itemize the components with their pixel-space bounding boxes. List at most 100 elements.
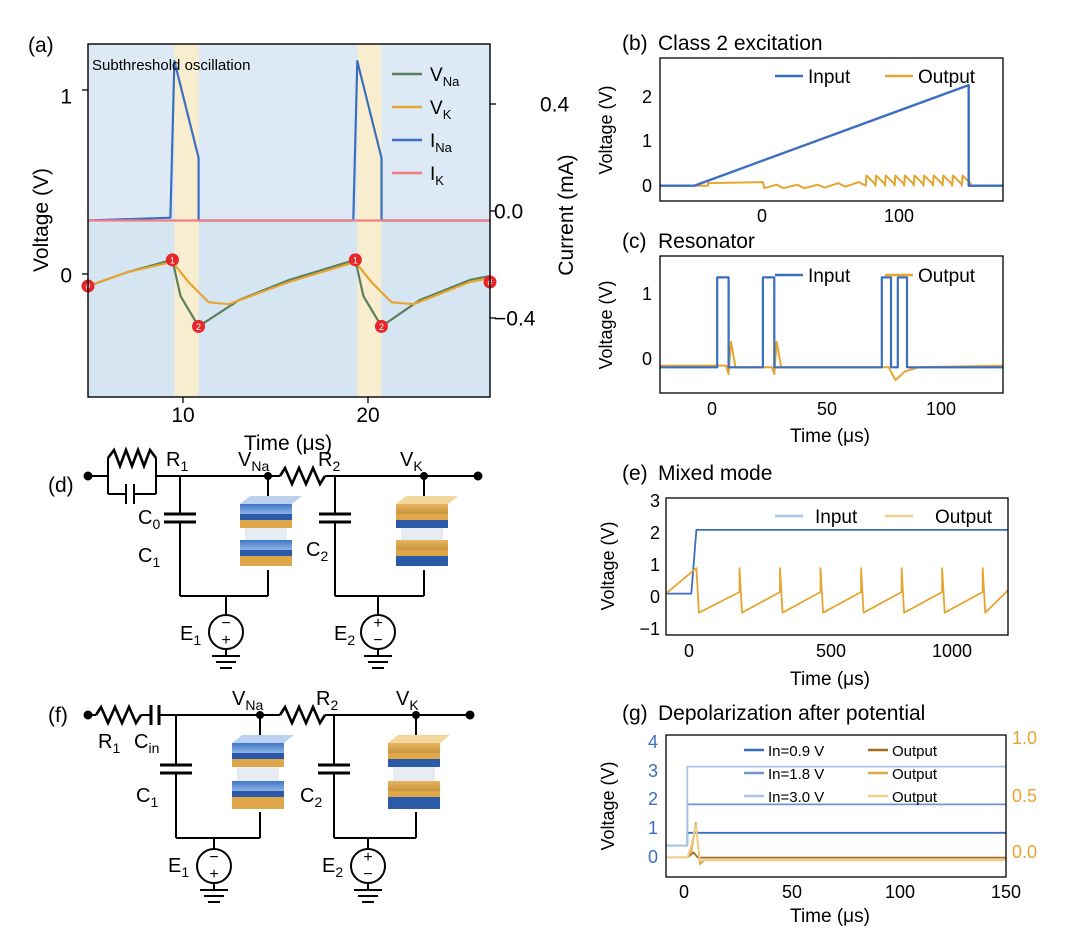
- panel-e-xtick-0: 0: [684, 641, 694, 661]
- panel-e-xtick-500: 500: [816, 641, 846, 661]
- panel-a-frame: [87, 43, 491, 398]
- panel-g-legend-input-label: In=1.8 V: [768, 766, 824, 783]
- panel-a-ylabel: Voltage (V): [30, 168, 53, 272]
- svg-text:C0: C0: [138, 507, 160, 532]
- panel-g-series-5: [666, 824, 1006, 862]
- panel-g-legend-input-label: In=0.9 V: [768, 743, 824, 760]
- svg-text:R1: R1: [166, 449, 188, 474]
- panel-e-frame: [665, 497, 1009, 636]
- panel-f-labels: R1 Cin C1 VNa R2 VK C2 E1 E2 − + + −: [98, 688, 419, 883]
- panel-b-ylabel: Voltage (V): [596, 85, 616, 174]
- panel-a-legend-label: VK: [430, 98, 452, 122]
- panel-d-circuit: (d): [48, 446, 483, 669]
- panel-g-y2tick-0: 0.0: [1012, 842, 1037, 862]
- panel-d-label: (d): [48, 474, 74, 497]
- panel-e-ylabel: Voltage (V): [598, 521, 618, 610]
- svg-text:VNa: VNa: [238, 449, 269, 474]
- panel-g-xlabel: Time (μs): [790, 906, 870, 927]
- panel-g-y2tick-1: 1.0: [1012, 728, 1037, 748]
- panel-a-bg-upper: [88, 44, 490, 221]
- panel-a-legend-label: INa: [430, 131, 453, 155]
- panel-a-legend-label: IK: [430, 164, 444, 188]
- svg-text:E1: E1: [180, 623, 201, 648]
- panel-c-legend-output: Output: [918, 266, 976, 287]
- panel-g-xtick-50: 50: [782, 882, 802, 902]
- panel-a-state-marker: [165, 253, 179, 267]
- svg-text:R1: R1: [98, 731, 120, 756]
- panel-b: (b) Class 2 excitation Input Output 2 1 …: [596, 32, 1004, 226]
- svg-text:R2: R2: [316, 688, 338, 713]
- svg-text:+: +: [373, 615, 382, 632]
- svg-text:C1: C1: [138, 545, 160, 570]
- svg-text:+: +: [221, 632, 230, 649]
- panel-d-device-k: [396, 496, 458, 566]
- panel-b-series-output: [660, 174, 1003, 190]
- svg-text:Cin: Cin: [134, 731, 159, 756]
- panel-a-label: (a): [28, 34, 54, 57]
- panel-g-ytick-2: 2: [648, 789, 658, 809]
- panel-a-state-marker: [374, 319, 388, 333]
- panel-c-ylabel: Voltage (V): [596, 280, 616, 369]
- panel-a-y2tick-1: 0.0: [494, 201, 523, 224]
- svg-text:E2: E2: [334, 623, 355, 648]
- panel-a-annotation: Subthreshold oscillation: [92, 57, 250, 74]
- svg-text:VNa: VNa: [232, 688, 263, 713]
- panel-c-xtick-0: 0: [707, 399, 717, 419]
- panel-a-legend-label: VNa: [430, 65, 460, 89]
- panel-a-bg-lower: [88, 220, 490, 397]
- panel-g-xtick-100: 100: [885, 882, 915, 902]
- panel-g-title: Depolarization after potential: [658, 702, 925, 725]
- panel-d-device-na: [240, 496, 302, 566]
- panel-a-state-marker-label: 1: [353, 255, 358, 265]
- panel-b-legend-output: Output: [918, 67, 976, 88]
- panel-g-label: (g): [622, 702, 648, 725]
- panel-e-ytick-3: 3: [650, 491, 660, 511]
- svg-text:−: −: [363, 866, 372, 883]
- panel-c-legend-input: Input: [808, 266, 851, 287]
- panel-a-ytick-0: 0: [60, 265, 72, 288]
- panel-c-xtick-100: 100: [926, 399, 956, 419]
- panel-f-device-na: [232, 735, 294, 809]
- panel-e-series-input: [666, 529, 1008, 595]
- panel-f-label: (f): [48, 704, 68, 727]
- panel-a-state-marker-label: 2: [196, 322, 201, 332]
- svg-text:+: +: [363, 849, 372, 866]
- panel-a-state-marker-label: 1: [170, 255, 175, 265]
- panel-c-title: Resonator: [658, 230, 755, 253]
- svg-text:+: +: [209, 866, 218, 883]
- panel-g-ytick-1: 1: [648, 818, 658, 838]
- panel-c-frame: [659, 255, 1004, 394]
- svg-text:C2: C2: [306, 539, 328, 564]
- panel-e-series-output: [665, 567, 1009, 614]
- panel-b-series-input: [660, 83, 1003, 187]
- panel-g-y2tick-05: 0.5: [1012, 786, 1037, 806]
- panel-g-ytick-0: 0: [648, 847, 658, 867]
- panel-g-legend-output-label: Output: [892, 743, 938, 760]
- svg-text:R2: R2: [318, 449, 340, 474]
- panel-c-ytick-0: 0: [642, 349, 652, 369]
- panel-e-ytick-0: 0: [650, 587, 660, 607]
- panel-b-xtick-100: 100: [884, 206, 914, 226]
- panel-g-ytick-4: 4: [648, 732, 658, 752]
- panel-c-label: (c): [622, 230, 647, 253]
- panel-b-ytick-0: 0: [642, 176, 652, 196]
- svg-text:C1: C1: [136, 785, 158, 810]
- panel-f-device-k: [388, 735, 450, 809]
- panel-e-legend-output: Output: [935, 507, 993, 528]
- panel-c: (c) Resonator Input Output 1 0 0 50 100 …: [596, 230, 1004, 447]
- panel-g-series-2: [666, 765, 1006, 847]
- panel-b-ytick-1: 1: [642, 131, 652, 151]
- panel-g-xtick-0: 0: [679, 882, 689, 902]
- panel-g: (g) Depolarization after potential In=0.…: [598, 702, 1037, 927]
- svg-text:C2: C2: [300, 785, 322, 810]
- panel-a-state-marker: [192, 319, 206, 333]
- panel-a-xlabel: Time (μs): [244, 432, 332, 455]
- panel-a-state-marker-label: 2: [379, 322, 384, 332]
- panel-a-ytick-1: 1: [60, 86, 72, 109]
- panel-e-xtick-1000: 1000: [932, 641, 972, 661]
- panel-a-xtick-10: 10: [171, 404, 194, 427]
- panel-d-labels: R1 C0 C1 VNa R2 VK C2 E1 E2 − + + −: [138, 449, 423, 649]
- panel-g-xtick-150: 150: [991, 882, 1021, 902]
